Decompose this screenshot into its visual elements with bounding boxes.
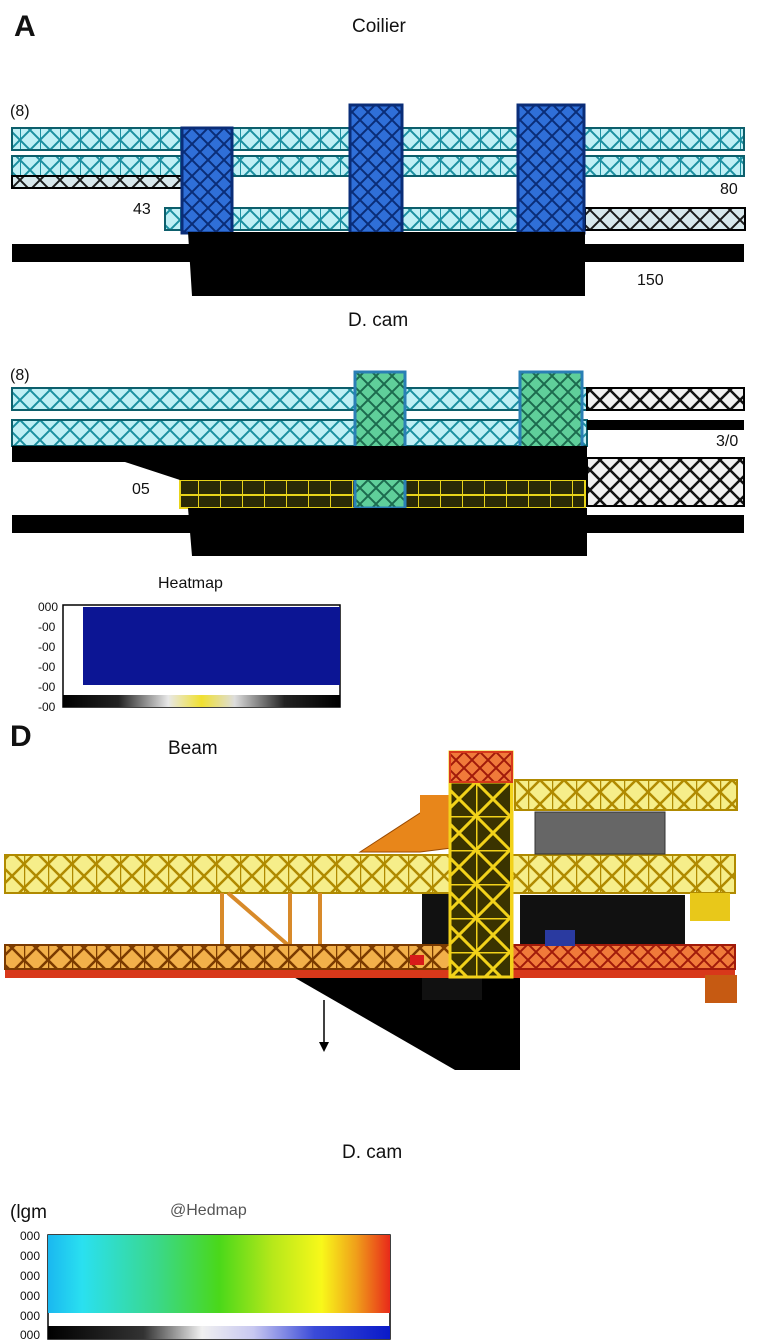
heatmap-1-colorbar: [63, 695, 340, 707]
panel-a-structure: [11, 103, 746, 296]
heatmap-1-tick: -00: [38, 680, 56, 694]
d-machine-box: [534, 811, 666, 855]
panel-a-letter: A: [14, 10, 36, 43]
heatmap-1-tick: -00: [38, 660, 56, 674]
d-tower: [448, 750, 514, 979]
panel-b-top-label: (8): [10, 367, 30, 384]
heatmap-2-title: @Hedmap: [170, 1202, 247, 1219]
panel-d-title: Beam: [168, 738, 218, 759]
heatmap-2-tick: 000: [20, 1269, 41, 1283]
panel-a-title: Coilier: [352, 16, 406, 37]
d-right-frame-top: [514, 779, 738, 811]
panel-a-label-80: 80: [720, 181, 738, 198]
panel-d-caption: D. cam: [342, 1142, 403, 1163]
panel-b-structure: [11, 370, 745, 556]
heatmap-2-colorbar: [48, 1326, 390, 1339]
panel-b-label-05: 05: [132, 481, 150, 498]
heatmap-2-tick: 000: [20, 1229, 41, 1243]
a-tower-mid: [348, 103, 404, 235]
heatmap-2-unit-label: (lgm: [10, 1202, 47, 1223]
a-tower-right: [516, 103, 586, 235]
heatmap-1-fill: [83, 607, 340, 685]
heatmap-1: [62, 604, 341, 708]
heatmap-2-tick: 000: [20, 1328, 41, 1342]
a-tower-left: [180, 126, 234, 235]
heatmap-1-tick: -00: [38, 640, 56, 654]
panel-a-label-150: 150: [637, 272, 664, 289]
panel-d-structure: [4, 750, 738, 1070]
panel-a-top-label: (8): [10, 103, 30, 120]
panel-a-caption: D. cam: [348, 310, 409, 331]
b-base-block: [188, 508, 587, 556]
heatmap-2-tick: 000: [20, 1249, 41, 1263]
panel-a-label-43: 43: [133, 201, 151, 218]
heatmap-2-fill: [48, 1235, 390, 1313]
heatmap-2-tick: 000: [20, 1289, 41, 1303]
d-lower-truss: [4, 944, 451, 970]
d-upper-truss: [4, 854, 736, 894]
heatmap-1-tick: -00: [38, 620, 56, 634]
heatmap-1-tick: 000: [38, 600, 59, 614]
panel-b-label-30: 3/0: [716, 433, 739, 450]
b-tower-mid: [353, 370, 407, 510]
panel-d-letter: D: [10, 720, 32, 753]
heatmap-1-title: Heatmap: [158, 575, 223, 592]
heatmap-2-tick: 000: [20, 1309, 41, 1323]
d-blue-component: [545, 930, 575, 946]
d-tower-top: [449, 751, 513, 783]
heatmap-1-tick: -00: [38, 700, 56, 714]
a-base-block: [188, 232, 585, 296]
